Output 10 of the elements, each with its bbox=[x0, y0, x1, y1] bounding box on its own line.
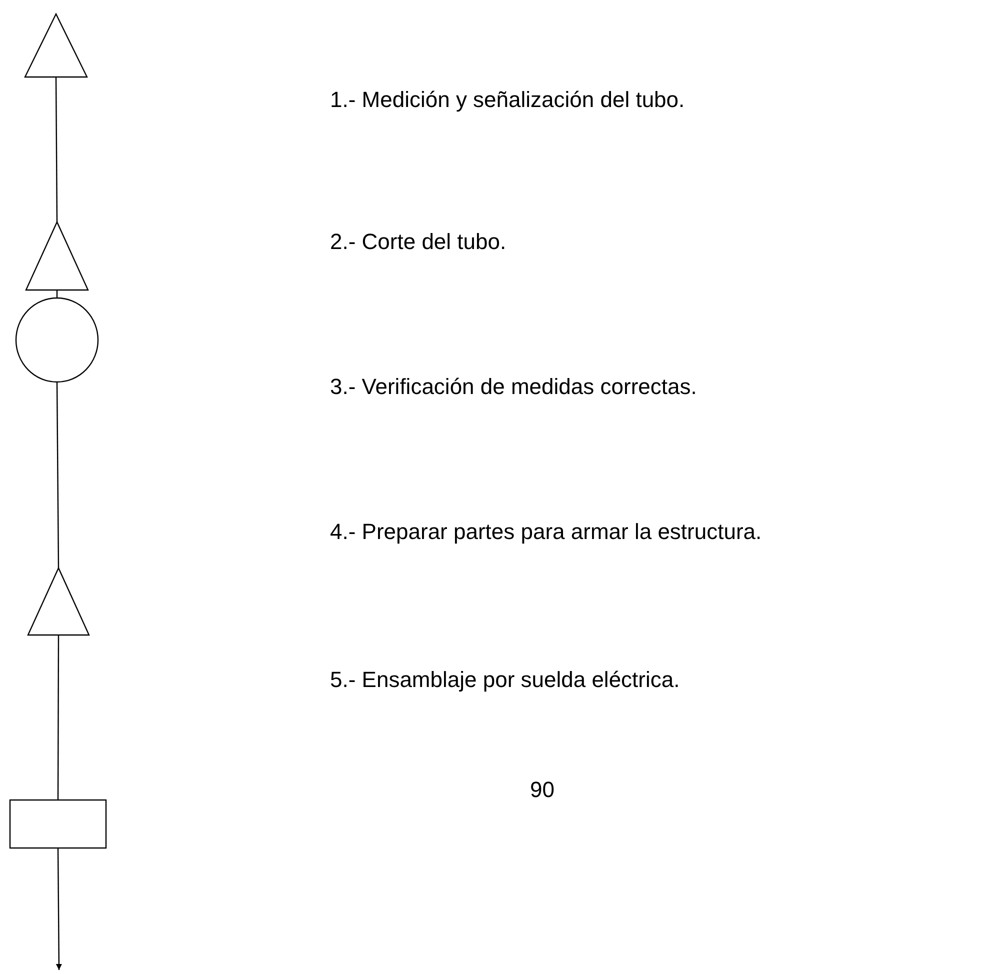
step-description: 5.- Ensamblaje por suelda eléctrica. bbox=[330, 667, 680, 693]
connector-line bbox=[56, 382, 60, 568]
step-description: 2.- Corte del tubo. bbox=[330, 229, 506, 255]
page-number: 90 bbox=[530, 777, 554, 803]
connector-line bbox=[55, 77, 58, 222]
flow-arrow bbox=[56, 848, 62, 970]
step-description: 3.- Verificación de medidas correctas. bbox=[330, 374, 697, 400]
connector-line bbox=[57, 635, 60, 800]
step-description: 1.- Medición y señalización del tubo. bbox=[330, 87, 685, 113]
step-description: 4.- Preparar partes para armar la estructura. bbox=[330, 519, 762, 545]
